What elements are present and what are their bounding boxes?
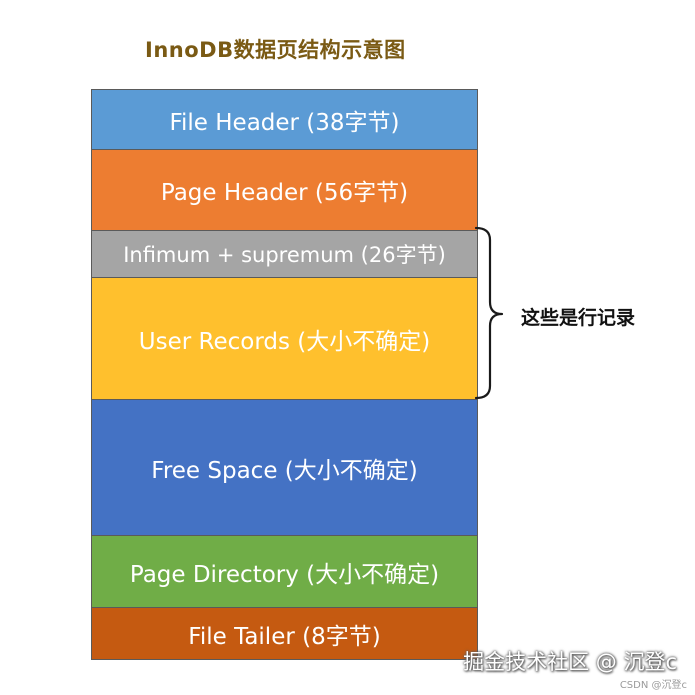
block-free-space: Free Space (大小不确定) <box>91 399 478 536</box>
brace-label: 这些是行记录 <box>521 307 636 329</box>
watermark-juejin: 掘金技术社区 @ 沉登c <box>463 650 677 674</box>
page-structure-stack: File Header (38字节) Page Header (56字节) In… <box>91 89 478 660</box>
block-user-records: User Records (大小不确定) <box>91 277 478 400</box>
block-page-directory: Page Directory (大小不确定) <box>91 535 478 608</box>
block-infimum-supremum: Infimum + supremum (26字节) <box>91 230 478 278</box>
diagram-title: InnoDB数据页结构示意图 <box>145 38 406 62</box>
block-file-header: File Header (38字节) <box>91 89 478 150</box>
block-page-header: Page Header (56字节) <box>91 149 478 231</box>
watermark-csdn: CSDN @沉登c <box>619 680 687 691</box>
block-file-tailer: File Tailer (8字节) <box>91 607 478 660</box>
curly-brace-icon <box>474 226 504 400</box>
